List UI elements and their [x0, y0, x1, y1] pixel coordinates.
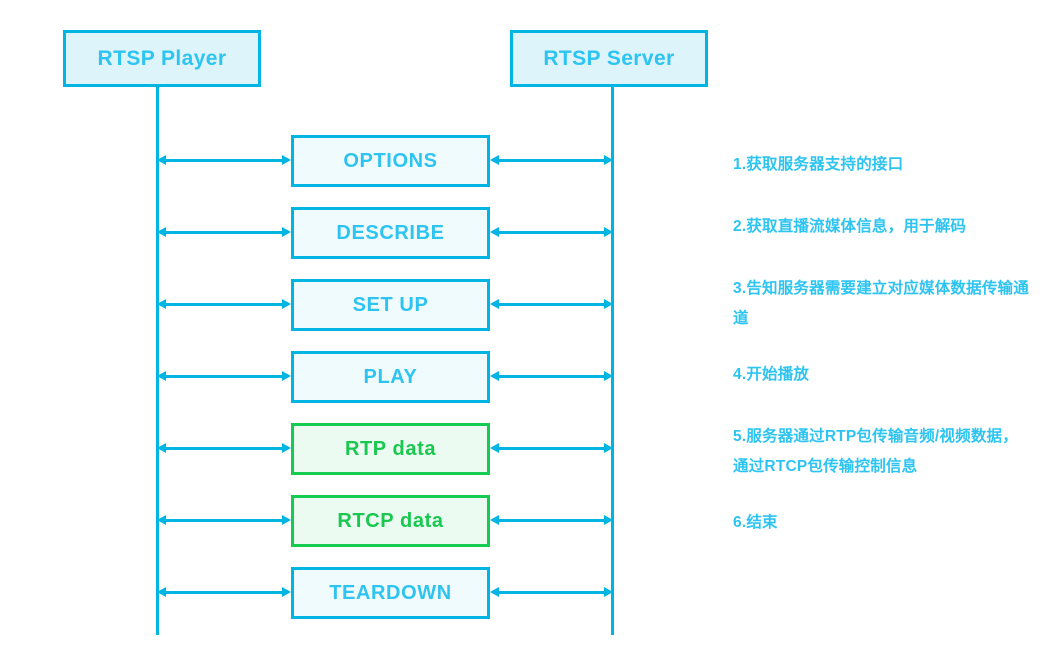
arrow-player-to-box	[157, 515, 291, 525]
arrowhead-right-icon	[604, 515, 613, 525]
message-box[interactable]: RTCP data	[291, 495, 490, 547]
actor-box-player: RTSP Player	[63, 30, 261, 87]
arrow-box-to-server	[490, 515, 613, 525]
message-row: DESCRIBE	[0, 207, 1060, 259]
arrowhead-left-icon	[157, 299, 166, 309]
arrow-box-to-server	[490, 227, 613, 237]
lifeline-player	[156, 87, 159, 635]
annotation-5: 5.服务器通过RTP包传输音频/视频数据，通过RTCP包传输控制信息	[733, 428, 1018, 475]
arrowhead-left-icon	[157, 227, 166, 237]
actor-label-player: RTSP Player	[97, 46, 227, 70]
arrowhead-right-icon	[282, 443, 291, 453]
message-label: RTCP data	[337, 509, 444, 532]
arrowhead-left-icon	[157, 515, 166, 525]
arrow-shaft	[497, 159, 606, 162]
arrow-box-to-server	[490, 371, 613, 381]
arrowhead-right-icon	[282, 155, 291, 165]
arrowhead-right-icon	[282, 371, 291, 381]
message-row: TEARDOWN	[0, 567, 1060, 619]
annotation-4: 4.开始播放	[733, 366, 810, 383]
message-row: PLAY	[0, 351, 1060, 403]
arrow-shaft	[497, 591, 606, 594]
arrow-shaft	[497, 519, 606, 522]
arrow-player-to-box	[157, 299, 291, 309]
arrow-player-to-box	[157, 155, 291, 165]
arrow-shaft	[497, 303, 606, 306]
actor-box-server: RTSP Server	[510, 30, 708, 87]
arrow-shaft	[164, 303, 284, 306]
arrowhead-left-icon	[490, 227, 499, 237]
message-row: OPTIONS	[0, 135, 1060, 187]
arrowhead-left-icon	[157, 443, 166, 453]
arrow-box-to-server	[490, 299, 613, 309]
arrowhead-left-icon	[490, 155, 499, 165]
arrowhead-right-icon	[282, 587, 291, 597]
message-label: RTP data	[344, 437, 437, 460]
arrowhead-left-icon	[157, 155, 166, 165]
message-box[interactable]: OPTIONS	[291, 135, 490, 187]
message-label: TEARDOWN	[329, 581, 452, 604]
arrowhead-left-icon	[490, 371, 499, 381]
arrow-box-to-server	[490, 587, 613, 597]
arrow-shaft	[164, 519, 284, 522]
message-row: RTP data	[0, 423, 1060, 475]
message-label: OPTIONS	[343, 149, 438, 172]
arrowhead-right-icon	[604, 443, 613, 453]
arrowhead-right-icon	[282, 227, 291, 237]
arrowhead-right-icon	[282, 299, 291, 309]
message-box[interactable]: RTP data	[291, 423, 490, 475]
arrow-shaft	[164, 159, 284, 162]
arrowhead-left-icon	[157, 587, 166, 597]
arrow-box-to-server	[490, 443, 613, 453]
message-box[interactable]: DESCRIBE	[291, 207, 490, 259]
arrow-shaft	[164, 231, 284, 234]
annotation-2: 2.获取直播流媒体信息，用于解码	[733, 218, 967, 235]
arrowhead-left-icon	[490, 299, 499, 309]
message-box[interactable]: TEARDOWN	[291, 567, 490, 619]
arrow-shaft	[164, 447, 284, 450]
arrow-shaft	[497, 231, 606, 234]
actor-label-server: RTSP Server	[543, 46, 675, 70]
message-label: DESCRIBE	[336, 221, 445, 244]
message-box[interactable]: PLAY	[291, 351, 490, 403]
arrowhead-left-icon	[490, 587, 499, 597]
arrow-player-to-box	[157, 371, 291, 381]
message-row: RTCP data	[0, 495, 1060, 547]
arrow-shaft	[497, 375, 606, 378]
message-label: SET UP	[352, 293, 429, 316]
message-row: SET UP	[0, 279, 1060, 331]
arrowhead-left-icon	[490, 443, 499, 453]
arrowhead-right-icon	[604, 371, 613, 381]
arrow-shaft	[164, 591, 284, 594]
arrowhead-left-icon	[490, 515, 499, 525]
message-label: PLAY	[363, 365, 418, 388]
annotation-6: 6.结束	[733, 514, 778, 531]
arrow-box-to-server	[490, 155, 613, 165]
annotation-1: 1.获取服务器支持的接口	[733, 156, 904, 173]
arrow-shaft	[497, 447, 606, 450]
arrowhead-left-icon	[157, 371, 166, 381]
arrow-player-to-box	[157, 443, 291, 453]
arrow-player-to-box	[157, 227, 291, 237]
lifeline-server	[611, 87, 614, 635]
arrowhead-right-icon	[282, 515, 291, 525]
arrowhead-right-icon	[604, 587, 613, 597]
annotation-3: 3.告知服务器需要建立对应媒体数据传输通道	[733, 280, 1029, 327]
arrow-shaft	[164, 375, 284, 378]
arrowhead-right-icon	[604, 155, 613, 165]
message-box[interactable]: SET UP	[291, 279, 490, 331]
arrow-player-to-box	[157, 587, 291, 597]
arrowhead-right-icon	[604, 299, 613, 309]
arrowhead-right-icon	[604, 227, 613, 237]
